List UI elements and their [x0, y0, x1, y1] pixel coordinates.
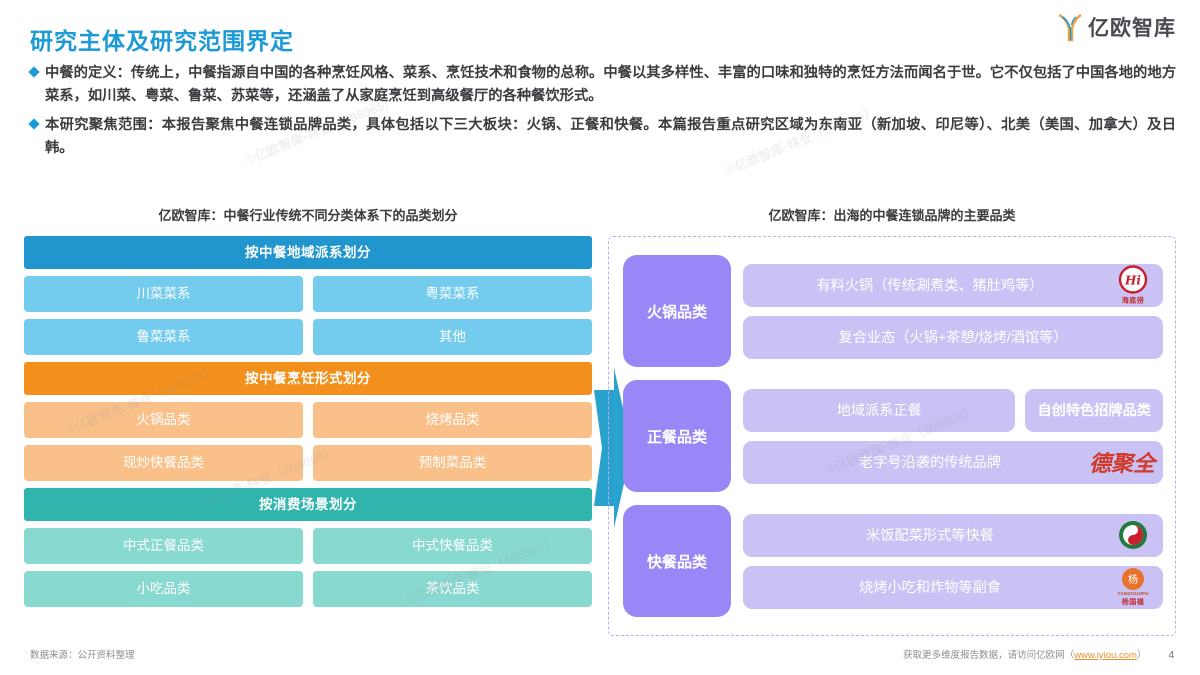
- table-row: 中式正餐品类 中式快餐品类: [24, 528, 592, 564]
- table-row: 鲁菜菜系 其他: [24, 319, 592, 355]
- svg-text:Hi: Hi: [1124, 274, 1141, 288]
- bullet-item: 本研究聚焦范围：本报告聚焦中餐连锁品牌品类，具体包括以下三大板块：火锅、正餐和快…: [28, 114, 1176, 160]
- overseas-category-panel: 火锅品类 有料火锅（传统涮煮类、猪肚鸡等） Hi 海底捞: [608, 236, 1176, 636]
- category-items: 米饭配菜形式等快餐 烧烤小吃和炸物等副食: [743, 505, 1163, 617]
- category-item[interactable]: 老字号沿袭的传统品牌 德聚全: [743, 440, 1163, 484]
- haidilao-logo: Hi 海底捞: [1109, 265, 1157, 306]
- category-item[interactable]: 烧烤小吃和炸物等副食 杨 YANGGUOFU 杨国福: [743, 565, 1163, 609]
- category-cell[interactable]: 现炒快餐品类: [24, 445, 303, 481]
- table-row: 川菜菜系 粤菜菜系: [24, 276, 592, 312]
- group-rows: 火锅品类 烧烤品类 现炒快餐品类 预制菜品类: [24, 402, 592, 481]
- classification-table: 按中餐地域派系划分 川菜菜系 粤菜菜系 鲁菜菜系 其他 按中餐烹饪形式划分 火锅…: [24, 236, 592, 614]
- group-header: 按中餐烹饪形式划分: [24, 362, 592, 395]
- page-number: 4: [1168, 650, 1174, 661]
- group-header: 按消费场景划分: [24, 488, 592, 521]
- iyiou-link[interactable]: www.iyiou.com: [1074, 650, 1137, 661]
- yangguofu-mark-icon: 杨: [1122, 568, 1144, 590]
- category-cell[interactable]: 中式正餐品类: [24, 528, 303, 564]
- category-row: 火锅品类 有料火锅（传统涮煮类、猪肚鸡等） Hi 海底捞: [623, 255, 1163, 367]
- category-item[interactable]: 自创特色招牌品类: [1025, 388, 1163, 432]
- group-rows: 中式正餐品类 中式快餐品类 小吃品类 茶饮品类: [24, 528, 592, 607]
- footer-note-text: 获取更多维度报告数据，请访问亿欧网（www.iyiou.com）: [903, 647, 1146, 661]
- group-header: 按中餐地域派系划分: [24, 236, 592, 269]
- category-item[interactable]: 米饭配菜形式等快餐: [743, 513, 1163, 557]
- bullet-text: 本研究聚焦范围：本报告聚焦中餐连锁品牌品类，具体包括以下三大板块：火锅、正餐和快…: [45, 117, 1176, 157]
- item-line: 米饭配菜形式等快餐: [743, 513, 1163, 557]
- table-row: 小吃品类 茶饮品类: [24, 571, 592, 607]
- category-item-label: 有料火锅（传统涮煮类、猪肚鸡等）: [816, 278, 1044, 294]
- logo-text: 亿欧智库: [1088, 17, 1176, 40]
- classification-group: 按消费场景划分 中式正餐品类 中式快餐品类 小吃品类 茶饮品类: [24, 488, 592, 607]
- table-row: 现炒快餐品类 预制菜品类: [24, 445, 592, 481]
- category-label[interactable]: 正餐品类: [623, 380, 731, 492]
- yangguofu-logo: 杨 YANGGUOFU 杨国福: [1109, 567, 1157, 607]
- category-row: 正餐品类 地域派系正餐 自创特色招牌品类 老字号沿袭的传统品牌 德聚全: [623, 380, 1163, 492]
- category-item-label: 烧烤小吃和炸物等副食: [859, 580, 1001, 596]
- category-cell[interactable]: 烧烤品类: [313, 402, 592, 438]
- footer-note: 获取更多维度报告数据，请访问亿欧网（www.iyiou.com） 4: [903, 647, 1174, 661]
- page-title: 研究主体及研究范围界定: [30, 28, 294, 54]
- yangguofu-name: 杨国福: [1121, 599, 1145, 606]
- yi-ou-y-mark-icon: [1058, 13, 1082, 42]
- svg-text:杨: 杨: [1128, 573, 1138, 586]
- brand-logo: 亿欧智库: [1057, 12, 1176, 42]
- category-cell[interactable]: 川菜菜系: [24, 276, 303, 312]
- item-line: 地域派系正餐 自创特色招牌品类: [743, 388, 1163, 432]
- classification-group: 按中餐烹饪形式划分 火锅品类 烧烤品类 现炒快餐品类 预制菜品类: [24, 362, 592, 481]
- right-arrow-icon: [594, 368, 632, 528]
- category-row: 快餐品类 米饭配菜形式等快餐: [623, 505, 1163, 617]
- bullet-list: 中餐的定义：传统上，中餐指源自中国的各种烹饪风格、菜系、烹饪技术和食物的总称。中…: [28, 62, 1176, 167]
- category-cell[interactable]: 鲁菜菜系: [24, 319, 303, 355]
- category-item[interactable]: 复合业态（火锅+茶憩/烧烤/酒馆等）: [743, 315, 1163, 359]
- category-item-label: 米饭配菜形式等快餐: [866, 528, 994, 544]
- group-rows: 川菜菜系 粤菜菜系 鲁菜菜系 其他: [24, 276, 592, 355]
- haidilao-mark-icon: Hi: [1118, 265, 1148, 294]
- diamond-bullet-icon: [28, 66, 40, 78]
- category-items: 地域派系正餐 自创特色招牌品类 老字号沿袭的传统品牌 德聚全: [743, 380, 1163, 492]
- diamond-bullet-icon: [28, 118, 40, 130]
- dejuquan-logo: 德聚全: [1088, 451, 1155, 477]
- category-cell[interactable]: 预制菜品类: [313, 445, 592, 481]
- category-cell[interactable]: 火锅品类: [24, 402, 303, 438]
- category-cell[interactable]: 粤菜菜系: [313, 276, 592, 312]
- footer-note-prefix: 获取更多维度报告数据，请访问亿欧网（: [903, 650, 1075, 661]
- category-cell[interactable]: 茶饮品类: [313, 571, 592, 607]
- left-panel-caption: 亿欧智库：中餐行业传统不同分类体系下的品类划分: [158, 208, 458, 223]
- zhengongfu-mark-icon: [1119, 521, 1147, 549]
- data-source: 数据来源：公开资料整理: [30, 650, 135, 661]
- bullet-text: 中餐的定义：传统上，中餐指源自中国的各种烹饪风格、菜系、烹饪技术和食物的总称。中…: [45, 65, 1176, 105]
- footer-note-suffix: ）: [1136, 650, 1147, 661]
- category-item-label: 老字号沿袭的传统品牌: [859, 455, 1001, 471]
- category-cell[interactable]: 中式快餐品类: [313, 528, 592, 564]
- bullet-item: 中餐的定义：传统上，中餐指源自中国的各种烹饪风格、菜系、烹饪技术和食物的总称。中…: [28, 62, 1176, 108]
- item-line: 老字号沿袭的传统品牌 德聚全: [743, 440, 1163, 484]
- yangguofu-english-name: YANGGUOFU: [1117, 591, 1149, 596]
- category-cell[interactable]: 其他: [313, 319, 592, 355]
- zhengongfu-logo: [1109, 519, 1157, 551]
- right-panel-caption: 亿欧智库：出海的中餐连锁品牌的主要品类: [768, 208, 1016, 223]
- category-item[interactable]: 有料火锅（传统涮煮类、猪肚鸡等） Hi 海底捞: [743, 263, 1163, 307]
- category-label[interactable]: 火锅品类: [623, 255, 731, 367]
- category-items: 有料火锅（传统涮煮类、猪肚鸡等） Hi 海底捞 复合业态（火锅+茶憩/烧烤/酒馆…: [743, 255, 1163, 367]
- category-label[interactable]: 快餐品类: [623, 505, 731, 617]
- item-line: 有料火锅（传统涮煮类、猪肚鸡等） Hi 海底捞: [743, 263, 1163, 307]
- table-row: 火锅品类 烧烤品类: [24, 402, 592, 438]
- item-line: 复合业态（火锅+茶憩/烧烤/酒馆等）: [743, 315, 1163, 359]
- category-item[interactable]: 地域派系正餐: [743, 388, 1016, 432]
- item-line: 烧烤小吃和炸物等副食 杨 YANGGUOFU 杨国福: [743, 565, 1163, 609]
- category-cell[interactable]: 小吃品类: [24, 571, 303, 607]
- haidilao-name: 海底捞: [1121, 297, 1145, 305]
- classification-group: 按中餐地域派系划分 川菜菜系 粤菜菜系 鲁菜菜系 其他: [24, 236, 592, 355]
